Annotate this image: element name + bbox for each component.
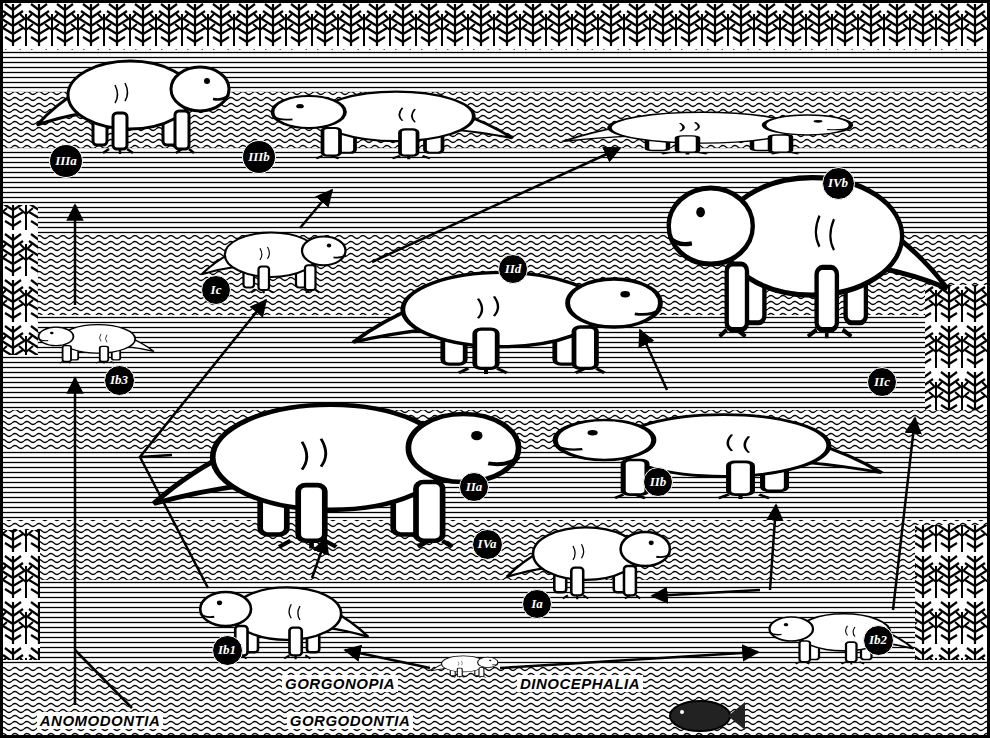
callout-number: IIIa <box>49 144 83 178</box>
callout-number: IVb <box>822 167 855 200</box>
callout-number: Ib1 <box>212 635 243 666</box>
callout-number: IIc <box>867 367 897 397</box>
callout-number: IIIb <box>242 140 276 174</box>
group-name: ANOMODONTIA <box>37 712 164 729</box>
group-name: GORGONOPIA <box>282 675 398 692</box>
callout-number: Ib2 <box>863 625 894 656</box>
callout-number: IId <box>498 254 528 284</box>
callout-number: Ic <box>201 275 231 305</box>
group-name: DINOCEPHALIA <box>517 675 643 692</box>
callout-number: Ia <box>522 589 552 619</box>
callout-number: IIa <box>459 472 489 502</box>
group-name: GORGODONTIA <box>287 712 414 729</box>
callout-number: IVa <box>472 529 503 560</box>
callout-number: Ib3 <box>104 365 135 396</box>
callout-number: IIb <box>643 467 673 497</box>
